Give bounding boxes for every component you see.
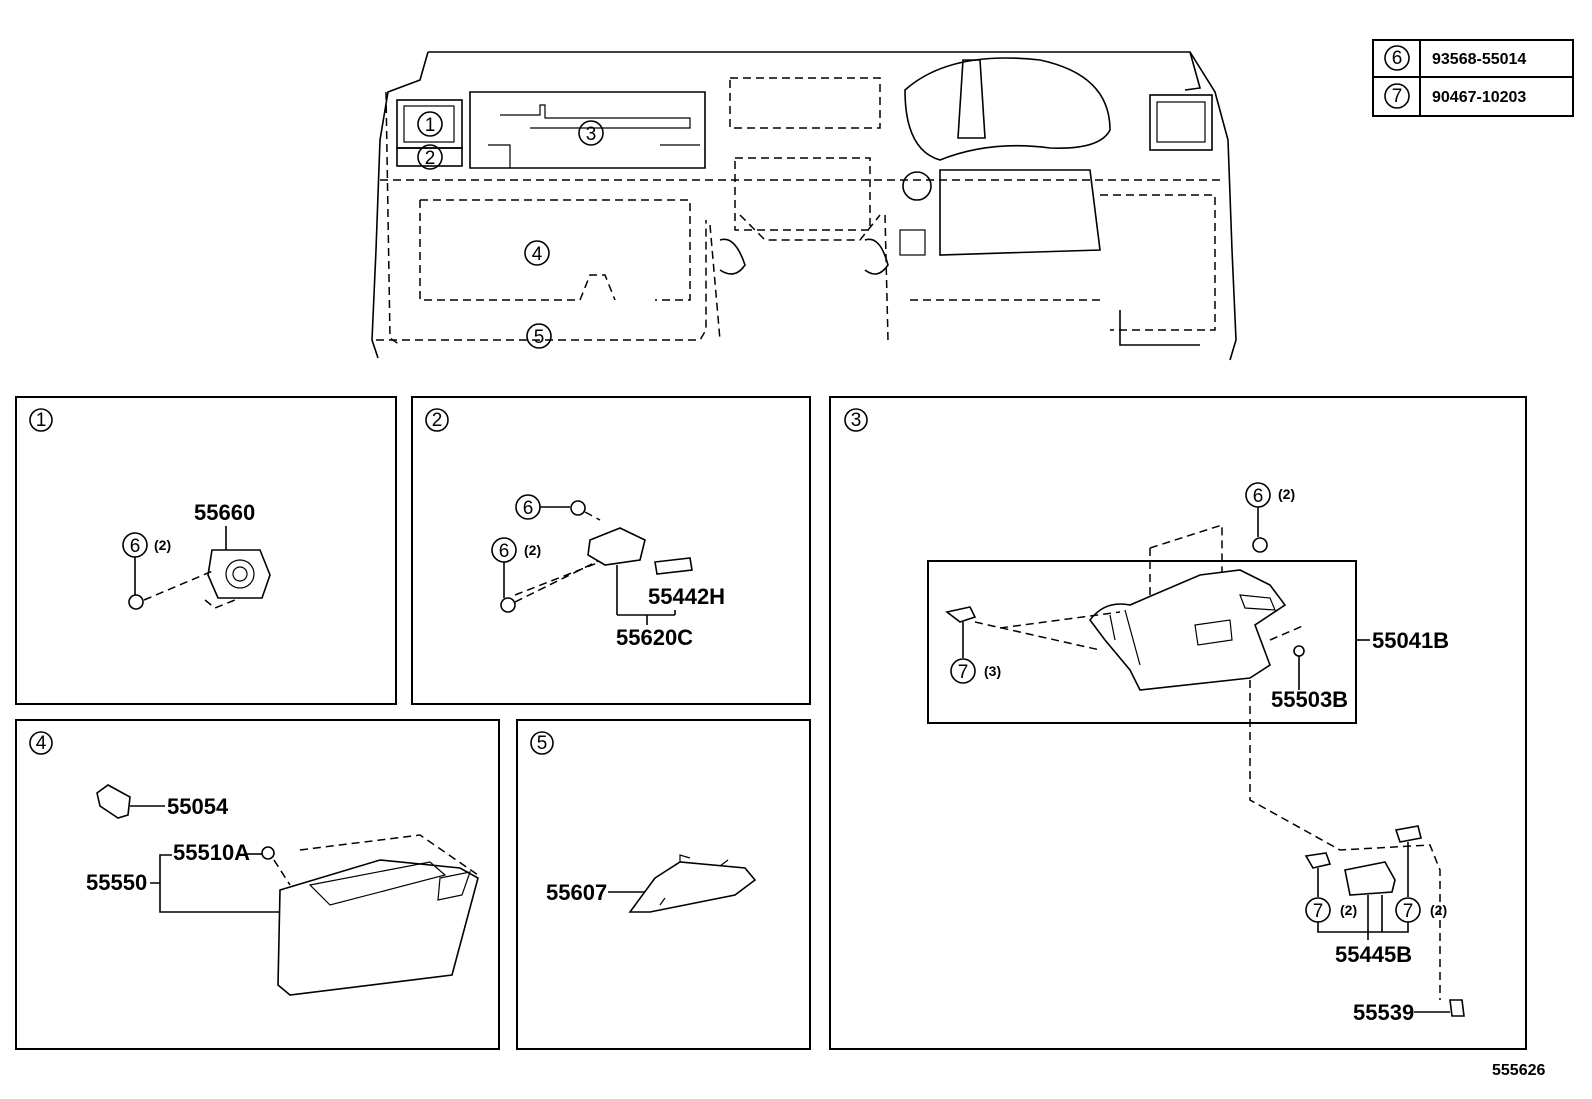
switch-housing-part [587,527,646,566]
panel-3-part-d: 55539 [1353,1000,1414,1025]
screw-icon [128,594,144,610]
damper-part [96,784,131,819]
retainer-icon [1449,999,1465,1017]
panel-1-screw-qty: (2) [154,537,171,553]
panel-3-screw-qty: (2) [1278,486,1295,502]
bracket-part [1344,861,1396,896]
screw-icon [1252,537,1268,553]
panel-1-screw-ref: 6 [130,536,141,557]
overview-callout-4: 4 [532,244,543,265]
panel-3-ref: 3 [851,410,862,431]
switch-cap-part [654,557,693,575]
air-vent-part [207,549,271,599]
panel-2-ref: 2 [432,410,443,431]
undercover-part [628,861,757,913]
panel-3-clip-qty-l: (2) [1340,902,1357,918]
panel-3-clip-ref: 7 [958,662,969,683]
panel-3-clip-ref-r: 7 [1403,901,1414,922]
panel-2-part-b: 55620C [616,625,693,650]
overview-callout-5: 5 [534,327,545,348]
panel-3-part-a: 55041B [1372,628,1449,653]
panel-4: 4 55054 55510A 55550 [15,719,500,1050]
panel-2: 2 6 6 (2) 55442H 55620C [411,396,811,705]
panel-3-clip-qty-r: (2) [1430,902,1447,918]
panel-5-part: 55607 [546,880,607,905]
bumper-icon [261,846,275,860]
table-ref-1: 6 [1392,48,1403,69]
overview-callout-2: 2 [425,148,436,169]
overview-callout-3: 3 [586,124,597,145]
panel-5-ref: 5 [537,733,548,754]
panel-3-part-c: 55445B [1335,942,1412,967]
panel-3-part-b: 55503B [1271,687,1348,712]
table-ref-2: 7 [1392,86,1403,107]
dashboard-overview: 1 2 3 4 5 [371,51,1237,361]
panel-2-screw-ref-b: 6 [499,541,510,562]
panel-3-screw-ref: 6 [1253,486,1264,507]
overview-callout-1: 1 [425,115,436,136]
panel-2-screw-qty-b: (2) [524,542,541,558]
panel-4-part-a: 55054 [167,794,229,819]
panel-4-part-b: 55510A [173,840,250,865]
panel-1-part: 55660 [194,500,255,525]
panel-2-part-a: 55442H [648,584,725,609]
panel-4-part-c: 55550 [86,870,147,895]
clip-icon [1394,825,1422,843]
fastener-table: 6 93568-55014 7 90467-10203 [1372,39,1574,117]
panel-3: 3 6 (2) 7 (3) 55503B 55041B [829,396,1527,1050]
panel-4-ref: 4 [36,733,47,754]
table-part-2: 90467-10203 [1432,89,1526,106]
glovebox-part [277,859,479,996]
clip-icon [1304,852,1332,869]
instrument-panel-part [1088,569,1287,691]
panel-5: 5 55607 [516,719,811,1050]
clip-icon [945,606,977,623]
table-part-1: 93568-55014 [1432,51,1526,68]
screw-icon [500,597,516,613]
diagram-id: 555626 [1492,1062,1545,1079]
panel-3-clip-ref-l: 7 [1313,901,1324,922]
panel-2-screw-ref-a: 6 [523,498,534,519]
panel-1-ref: 1 [36,410,47,431]
panel-3-clip-qty: (3) [984,663,1001,679]
panel-1: 1 55660 6 (2) [15,396,397,705]
retainer-icon [1293,645,1305,657]
screw-icon [570,500,586,516]
